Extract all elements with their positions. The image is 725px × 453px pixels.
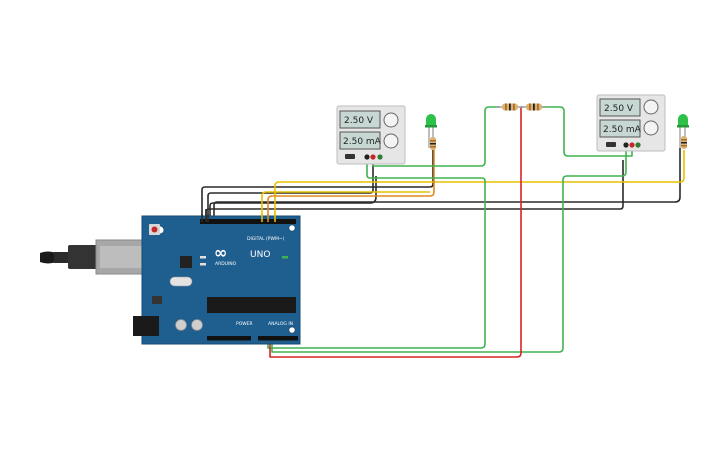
psu2-power-switch[interactable] [606,142,616,147]
analog-label: ANALOG IN [268,321,293,327]
dc-power-jack[interactable] [133,316,159,336]
wire-green-psu2-arduino[interactable] [271,148,627,353]
wire-red-1[interactable] [269,107,522,358]
psu1-terminal-ground[interactable] [377,154,383,160]
atmega-chip [207,297,296,313]
arduino-uno[interactable]: ∞ ARDUINO UNO DIGITAL (PWM~) POWER ANALO… [133,215,301,345]
led-1[interactable] [425,114,437,148]
power-supply-1[interactable]: 2.50 V 2.50 mA [336,105,406,165]
resistor-top-right[interactable] [520,103,546,111]
led-1-resistor[interactable] [430,137,436,150]
wire-orange-1[interactable] [267,148,435,222]
wires [201,106,685,358]
psu2-terminal-ground[interactable] [635,142,641,148]
wire-yellow-2[interactable] [261,191,430,222]
psu2-current-knob[interactable] [643,120,659,136]
psu2-current-display [599,119,641,138]
power-supply-2[interactable]: 2.50 V 2.50 mA [596,94,666,152]
psu2-terminal-negative[interactable] [623,142,629,148]
led-2-resistor[interactable] [681,136,687,149]
model-label: UNO [250,250,270,260]
wire-black-2[interactable] [207,158,374,222]
wire-black-3[interactable] [213,148,681,222]
psu1-terminal-negative[interactable] [364,154,370,160]
analog-header[interactable] [258,336,298,341]
wire-black-1[interactable] [201,148,434,222]
psu1-voltage-knob[interactable] [383,112,399,128]
psu1-terminal-positive[interactable] [370,154,376,160]
resistor-top-left[interactable] [496,103,524,111]
power-label: POWER [236,321,253,327]
wire-green-psu1-resistor[interactable] [372,106,500,167]
psu2-current-readout: 2.50 mA [603,125,642,135]
wire-green-psu2-resistor[interactable] [541,106,633,157]
power-header[interactable] [207,336,251,341]
wire-green-psu1-arduino[interactable] [267,158,486,349]
digital-header[interactable] [200,219,296,224]
psu2-voltage-knob[interactable] [643,99,659,115]
psu2-terminal-positive[interactable] [629,142,635,148]
psu1-current-display [339,131,381,150]
psu1-voltage-display [339,110,381,129]
psu1-current-knob[interactable] [383,133,399,149]
psu1-power-switch[interactable] [345,154,355,159]
header-wire-ends [201,209,276,222]
wire-black-5[interactable] [209,176,377,222]
psu2-voltage-display [599,98,641,117]
psu2-voltage-readout: 2.50 V [604,104,634,114]
wire-yellow-1[interactable] [274,150,685,222]
digital-label: DIGITAL (PWM~) [247,236,285,242]
psu1-current-readout: 2.50 mA [343,137,382,147]
brand-label: ARDUINO [215,261,237,267]
psu1-voltage-readout: 2.50 V [344,116,374,126]
arduino-logo-icon: ∞ [214,243,227,262]
